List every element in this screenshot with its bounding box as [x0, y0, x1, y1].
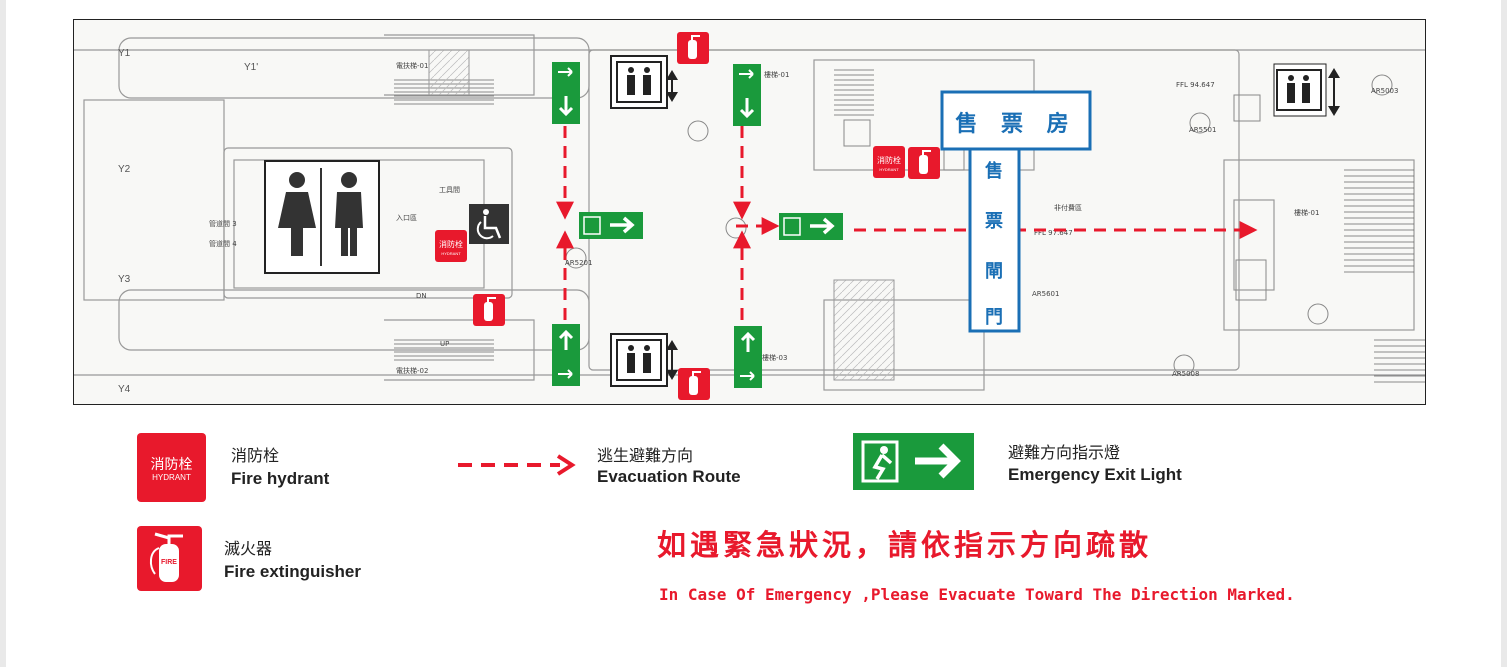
- legend-hydrant-icon-en: HYDRANT: [152, 473, 191, 482]
- svg-text:消防栓: 消防栓: [439, 239, 463, 249]
- elevator-icon-3: [1273, 63, 1340, 117]
- escalators: [394, 69, 1425, 383]
- legend-route-cn: 逃生避難方向: [597, 446, 694, 465]
- ticket-gate-char-1: 售: [985, 160, 1003, 182]
- extinguisher-mark-1: [677, 32, 709, 64]
- legend-route-icon: [458, 454, 576, 476]
- exit-light-6: [779, 213, 843, 240]
- label-ffl2: FFL 97.647: [1034, 229, 1073, 237]
- grid-labels: Y1 Y1' Y2 Y3 Y4: [118, 48, 258, 395]
- label-ar3: AR5008: [1172, 370, 1199, 378]
- room-service: 工具間: [439, 186, 460, 194]
- room-stair-r: 樓梯-03: [762, 353, 787, 362]
- extinguisher-mark-3: [473, 294, 505, 326]
- ticket-office: 售 票 房: [940, 90, 1092, 151]
- legend-exit-cn: 避難方向指示燈: [1008, 443, 1121, 462]
- svg-text:HYDRANT: HYDRANT: [441, 251, 461, 256]
- room-entrance: 入口區: [396, 214, 417, 222]
- label-up: UP: [440, 340, 449, 348]
- legend-hydrant-en: Fire hydrant: [231, 469, 330, 488]
- ticket-gate-char-3: 閘: [985, 261, 1003, 282]
- legend-ext-en: Fire extinguisher: [224, 562, 361, 581]
- legend-extinguisher-icon: FIRE: [137, 526, 202, 591]
- columns: [565, 74, 1393, 376]
- elevator-icon-1: [610, 55, 678, 109]
- legend-hydrant-icon: 消防栓 HYDRANT: [137, 433, 206, 502]
- extinguisher-mark-4: [678, 368, 710, 400]
- svg-text:消防栓: 消防栓: [877, 155, 901, 165]
- exit-light-4: [734, 326, 762, 388]
- floor-plan-svg: Y1 Y1' Y2 Y3 Y4 電扶梯-01 電扶梯-02 工具間 入口區 管道…: [74, 32, 1425, 400]
- legend-exit-en: Emergency Exit Light: [1008, 465, 1182, 484]
- room-pipe2: 管道間 4: [209, 239, 237, 248]
- notice-cn: 如遇緊急狀況，請依指示方向疏散: [657, 528, 1153, 562]
- legend-ext-icon-text: FIRE: [161, 559, 177, 566]
- restroom-icon: [264, 160, 380, 274]
- grid-y3: Y3: [118, 274, 131, 285]
- ticket-gate-char-4: 門: [985, 307, 1003, 328]
- room-pipe1: 管道間 3: [209, 219, 237, 228]
- legend-exit-icon: [853, 433, 974, 490]
- evacuation-routes: [556, 126, 1258, 320]
- grid-y1p: Y1': [244, 62, 258, 73]
- exit-light-2: [733, 64, 761, 126]
- room-platform-l: 樓梯-01: [764, 70, 789, 79]
- notice-en: In Case Of Emergency ,Please Evacuate To…: [659, 585, 1295, 604]
- exit-light-3: [552, 324, 580, 386]
- ticket-office-label: 售 票 房: [955, 111, 1076, 137]
- legend-route-en: Evacuation Route: [597, 467, 741, 486]
- label-ffl1: FFL 94.647: [1176, 81, 1215, 89]
- label-ar4: AR5501: [1189, 126, 1216, 134]
- label-dn: DN: [416, 292, 427, 300]
- ticket-gate-char-2: 票: [985, 211, 1003, 232]
- ticket-gate: 售 票 閘 門: [968, 147, 1021, 333]
- extinguisher-mark-2: [908, 147, 940, 179]
- room-walkway: 非付費區: [1054, 203, 1082, 212]
- plan-labels: 電扶梯-01 電扶梯-02 工具間 入口區 管道間 3 管道間 4 非付費區 樓…: [209, 61, 1398, 378]
- exit-light-5: [579, 212, 643, 239]
- grid-y1: Y1: [118, 48, 131, 59]
- hatched-area: [833, 279, 895, 381]
- right-edge: [1501, 0, 1507, 667]
- room-platform-r: 樓梯-01: [1294, 208, 1319, 217]
- grid-y4: Y4: [118, 384, 131, 395]
- floor-plan: Y1 Y1' Y2 Y3 Y4 電扶梯-01 電扶梯-02 工具間 入口區 管道…: [73, 19, 1426, 405]
- room-stair-l2: 電扶梯-02: [396, 366, 428, 375]
- exit-light-1: [552, 62, 580, 124]
- svg-text:HYDRANT: HYDRANT: [879, 167, 899, 172]
- legend-hydrant-cn: 消防栓: [231, 446, 280, 465]
- hatched-area-2: [428, 49, 470, 96]
- left-edge: [0, 0, 6, 667]
- label-ar1: AR5601: [1032, 290, 1059, 298]
- room-stair-l1: 電扶梯-01: [396, 61, 428, 70]
- label-ar2: AR5003: [1371, 87, 1398, 95]
- legend-ext-cn: 滅火器: [224, 539, 273, 558]
- accessible-icon: [469, 204, 509, 244]
- label-ar5: AR5201: [565, 259, 592, 267]
- hydrant-mark-1: 消防栓 HYDRANT: [435, 230, 467, 262]
- elevator-icon-2: [610, 333, 678, 387]
- legend-hydrant-icon-cn: 消防栓: [150, 457, 193, 473]
- grid-y2: Y2: [118, 164, 131, 175]
- hydrant-mark-2: 消防栓 HYDRANT: [873, 146, 905, 178]
